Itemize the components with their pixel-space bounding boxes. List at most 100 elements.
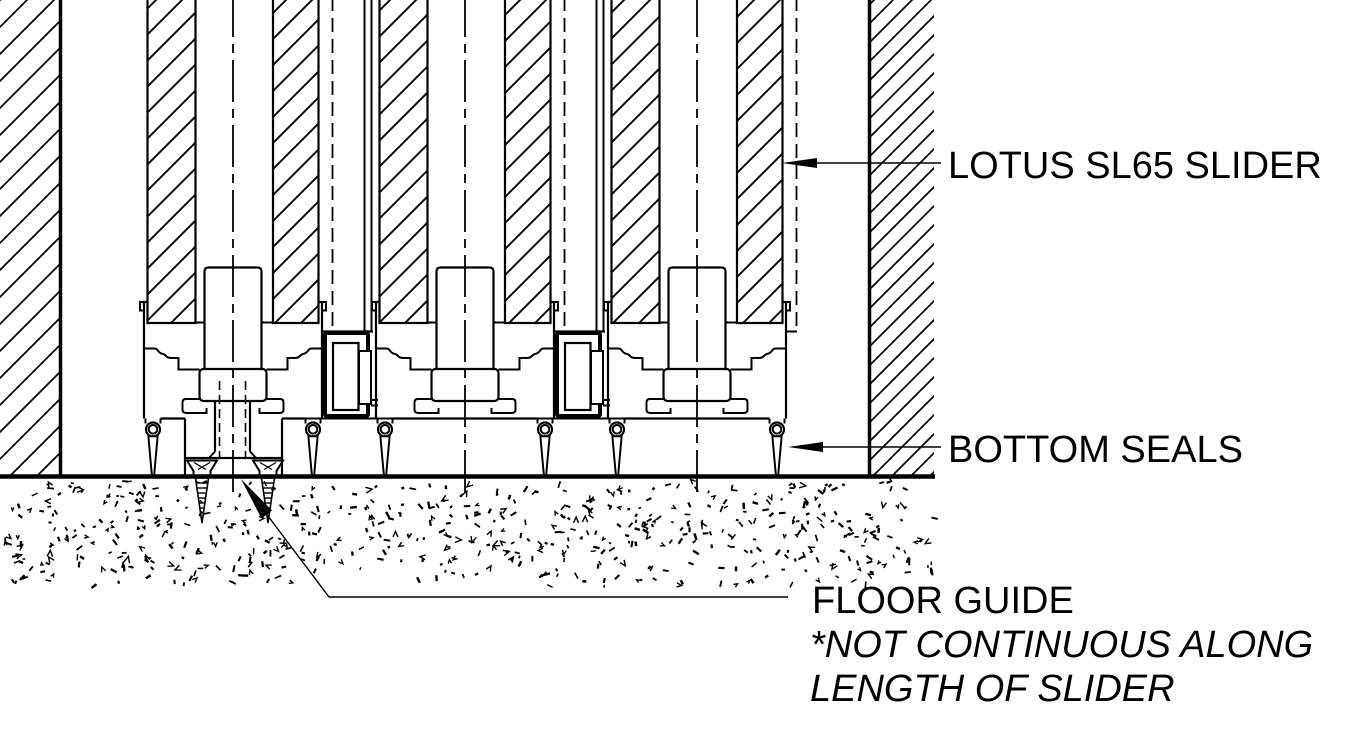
stipple-mark	[640, 522, 649, 530]
stipple-mark	[170, 541, 175, 545]
stipple-mark	[289, 504, 293, 511]
rail-outer-wall	[550, 300, 556, 419]
stipple-mark	[247, 561, 253, 568]
rail-outer-wall	[374, 300, 380, 419]
stipple-mark	[801, 526, 808, 533]
stipple-mark	[500, 528, 506, 532]
stipple-mark	[84, 534, 90, 539]
stipple-mark	[872, 536, 880, 541]
stipple-mark	[733, 582, 739, 588]
leader-arrowhead-icon	[782, 158, 817, 168]
rail-ledge	[498, 347, 554, 371]
stipple-mark	[889, 485, 893, 492]
stipple-mark	[651, 523, 654, 528]
stipple-mark	[592, 545, 600, 550]
stipple-mark	[814, 534, 819, 542]
interlock-inner-channel	[331, 341, 360, 412]
stipple-mark	[145, 574, 152, 580]
stipple-mark	[905, 556, 911, 564]
stipple-mark	[40, 570, 46, 574]
stipple-mark	[358, 546, 365, 551]
stipple-mark	[11, 554, 20, 559]
stipple-mark	[329, 545, 333, 552]
stipple-mark	[387, 504, 392, 511]
stipple-mark	[64, 526, 69, 532]
stipple-mark	[693, 533, 698, 541]
stipple-mark	[43, 498, 52, 505]
rail-wing	[722, 398, 749, 414]
stipple-mark	[514, 551, 520, 555]
stipple-mark	[639, 578, 643, 582]
stipple-mark	[77, 561, 81, 568]
stipple-mark	[16, 503, 21, 509]
stipple-mark	[751, 562, 758, 568]
stipple-mark	[65, 534, 69, 541]
stipple-mark	[581, 514, 589, 523]
slider-panel-2	[371, 0, 559, 477]
stipple-mark	[473, 512, 481, 518]
stipple-mark	[822, 489, 826, 493]
stipple-mark	[173, 564, 182, 571]
stipple-mark	[899, 501, 905, 508]
stipple-mark	[156, 523, 161, 528]
rail-wing	[490, 398, 517, 414]
stipple-mark	[167, 561, 176, 568]
stipple-mark	[449, 505, 453, 509]
screw-slot-line	[259, 461, 273, 471]
stipple-mark	[443, 532, 449, 538]
stipple-mark	[868, 516, 874, 521]
stipple-mark	[550, 524, 558, 530]
stipple-mark	[137, 518, 145, 523]
stipple-mark	[216, 505, 222, 508]
stipple-mark	[719, 505, 724, 513]
stipple-mark	[619, 491, 623, 496]
stipple-mark	[150, 566, 155, 571]
stipple-mark	[876, 560, 882, 565]
stipple-mark	[589, 507, 594, 513]
stipple-mark	[492, 519, 496, 523]
stipple-mark	[364, 527, 369, 533]
leader-bottom-seals	[788, 442, 941, 452]
stipple-mark	[47, 480, 54, 488]
stipple-mark	[450, 571, 456, 575]
interlock-inner-channel	[563, 341, 592, 412]
stipple-mark	[264, 564, 272, 570]
stipple-mark	[706, 504, 712, 509]
stipple-mark	[370, 513, 376, 521]
stipple-mark	[26, 507, 33, 514]
stipple-mark	[383, 538, 391, 542]
stipple-mark	[519, 532, 523, 539]
stipple-mark	[721, 528, 724, 533]
panel-bar-hatch	[735, 0, 784, 325]
stipple-mark	[682, 532, 688, 536]
stipple-mark	[443, 544, 451, 552]
stipple-mark	[443, 569, 447, 573]
stipple-mark	[500, 514, 506, 521]
stipple-mark	[188, 575, 193, 582]
stipple-mark	[500, 507, 508, 514]
stipple-mark	[310, 511, 317, 516]
stipple-mark	[110, 524, 116, 529]
stipple-mark	[676, 582, 684, 588]
stipple-mark	[182, 582, 186, 587]
stipple-mark	[652, 518, 656, 524]
stipple-mark	[50, 572, 55, 578]
stipple-mark	[73, 529, 77, 532]
stipple-mark	[246, 529, 250, 535]
stipple-mark	[619, 559, 627, 568]
stipple-mark	[130, 565, 134, 569]
stipple-mark	[264, 539, 271, 544]
stipple-mark	[686, 520, 691, 524]
rail-outer-wall	[318, 300, 324, 419]
stipple-mark	[117, 580, 121, 585]
stipple-mark	[752, 517, 757, 524]
stipple-mark	[486, 543, 491, 547]
stipple-mark	[248, 568, 254, 576]
stipple-mark	[566, 516, 571, 521]
stipple-mark	[606, 488, 611, 494]
stipple-mark	[562, 515, 566, 519]
stipple-mark	[184, 506, 189, 510]
stipple-mark	[892, 554, 895, 559]
label-floor-guide: FLOOR GUIDE	[812, 580, 1074, 622]
bottom-seal-pin-inner	[307, 424, 319, 435]
